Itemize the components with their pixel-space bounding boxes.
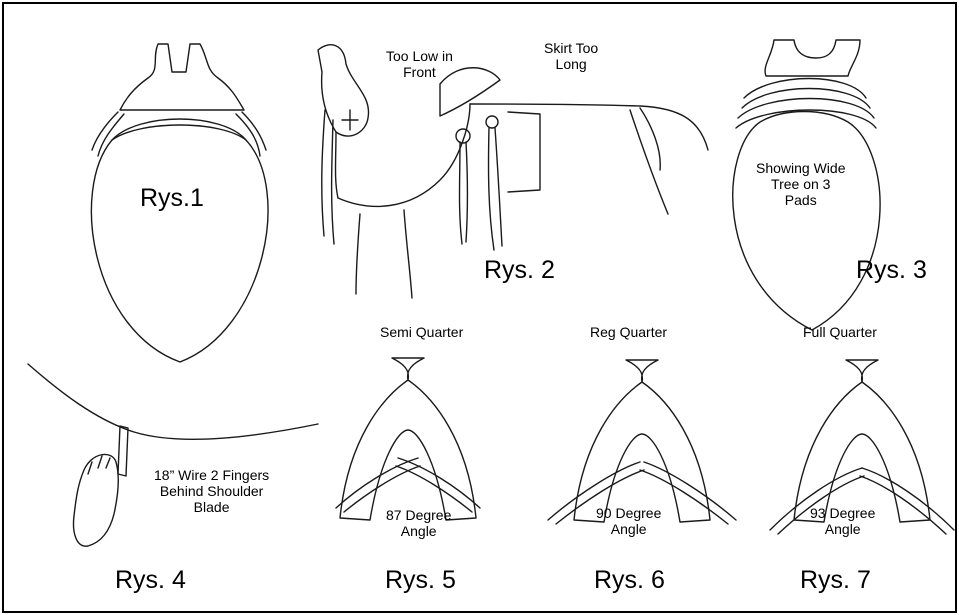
fig5-angle-line2: Angle [386, 523, 451, 539]
fig4-note-line2: Behind Shoulder [154, 483, 269, 499]
fig2-note-front-line2: Front [386, 64, 453, 80]
fig2-note-front-line1: Too Low in [386, 48, 453, 64]
fig2-caption: Rys. 2 [484, 256, 555, 285]
fig4-note-line3: Blade [154, 499, 269, 515]
fig7-angle: 93 Degree Angle [810, 505, 875, 537]
fig7-caption: Rys. 7 [800, 566, 871, 595]
fig6-caption: Rys. 6 [594, 566, 665, 595]
fig7-angle-line2: Angle [810, 521, 875, 537]
fig4-wire-template [28, 364, 318, 546]
fig6-reg-quarter-tree [548, 360, 736, 524]
fig4-note: 18” Wire 2 Fingers Behind Shoulder Blade [154, 467, 269, 515]
fig5-caption: Rys. 5 [385, 566, 456, 595]
fig2-note-skirt: Skirt Too Long [544, 40, 598, 72]
fig5-semi-quarter-tree [336, 358, 480, 520]
fig2-note-front: Too Low in Front [386, 48, 453, 80]
fig3-note-line3: Pads [756, 192, 846, 208]
fig4-note-line1: 18” Wire 2 Fingers [154, 467, 269, 483]
fig4-caption: Rys. 4 [115, 566, 186, 595]
fig5-angle-line1: 87 Degree [386, 507, 451, 523]
fig3-note-line1: Showing Wide [756, 160, 846, 176]
fig2-note-skirt-line2: Long [544, 56, 598, 72]
fig3-note: Showing Wide Tree on 3 Pads [756, 160, 846, 208]
fig5-angle: 87 Degree Angle [386, 507, 451, 539]
fig7-title: Full Quarter [803, 324, 877, 340]
fig7-angle-line1: 93 Degree [810, 505, 875, 521]
fig5-title: Semi Quarter [380, 324, 463, 340]
fig3-caption: Rys. 3 [856, 256, 927, 285]
fig2-note-skirt-line1: Skirt Too [544, 40, 598, 56]
fig6-title: Reg Quarter [590, 324, 667, 340]
fig3-note-line2: Tree on 3 [756, 176, 846, 192]
fig6-angle-line2: Angle [596, 521, 661, 537]
fig1-caption: Rys.1 [140, 184, 204, 213]
fig6-angle-line1: 90 Degree [596, 505, 661, 521]
fig6-angle: 90 Degree Angle [596, 505, 661, 537]
